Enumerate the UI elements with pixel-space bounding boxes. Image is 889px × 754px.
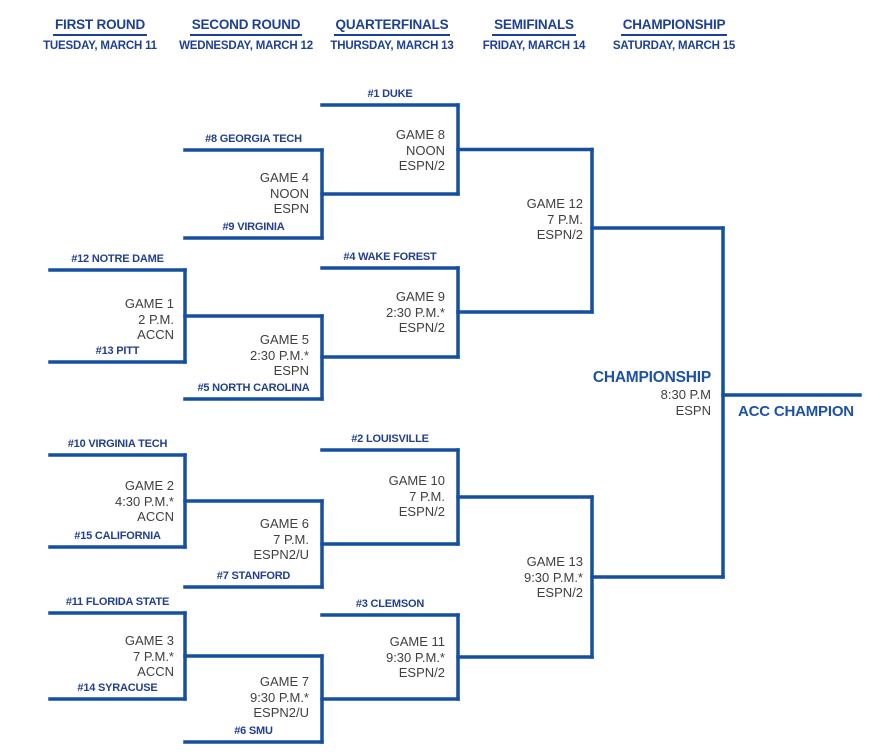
game-7-info: GAME 7 9:30 P.M.* ESPN2/U	[250, 674, 309, 721]
game-label: GAME 3	[124, 633, 174, 648]
game-label: GAME 8	[395, 127, 445, 142]
game-2-info: GAME 2 4:30 P.M.* ACCN	[115, 478, 174, 525]
team-pitt: #13 PITT	[95, 345, 140, 357]
team-duke: #1 DUKE	[367, 88, 413, 100]
game-network: ACCN	[137, 509, 174, 524]
team-florida-state: #11 FLORIDA STATE	[65, 596, 170, 608]
game-network: ESPN/2	[398, 320, 445, 335]
game-network: ESPN2/U	[253, 547, 309, 562]
game-12-info: GAME 12 7 P.M. ESPN/2	[527, 196, 583, 243]
round-title: QUARTERFINALS	[333, 17, 451, 36]
game-label: GAME 2	[124, 478, 174, 493]
game-label: GAME 6	[259, 516, 309, 531]
game-network: ACCN	[137, 327, 174, 342]
game-11-info: GAME 11 9:30 P.M.* ESPN/2	[386, 634, 445, 681]
round-header-second-round: SECOND ROUND WEDNESDAY, MARCH 12	[156, 16, 336, 52]
round-date: WEDNESDAY, MARCH 12	[179, 40, 313, 52]
game-1-info: GAME 1 2 P.M. ACCN	[125, 296, 174, 343]
team-stanford: #7 STANFORD	[216, 570, 291, 582]
team-notre-dame: #12 NOTRE DAME	[71, 253, 164, 265]
game-9-info: GAME 9 2:30 P.M.* ESPN/2	[386, 289, 445, 336]
game-time: 2:30 P.M.*	[385, 304, 445, 320]
game-label: GAME 13	[526, 554, 583, 569]
game-time: 9:30 P.M.*	[385, 649, 445, 665]
game-time: 4:30 P.M.*	[114, 493, 174, 509]
game-4-info: GAME 4 NOON ESPN	[260, 170, 309, 217]
team-smu: #6 SMU	[234, 725, 273, 737]
championship-network: ESPN	[675, 402, 711, 418]
game-network: ACCN	[137, 664, 174, 679]
game-network: ESPN/2	[398, 158, 445, 173]
round-header-quarterfinals: QUARTERFINALS THURSDAY, MARCH 13	[302, 16, 482, 52]
round-header-semifinals: SEMIFINALS FRIDAY, MARCH 14	[444, 16, 624, 52]
round-title: SEMIFINALS	[492, 17, 576, 36]
game-time: 9:30 P.M.*	[523, 569, 583, 585]
team-louisville: #2 LOUISVILLE	[351, 433, 429, 445]
game-time: 9:30 P.M.*	[249, 689, 309, 705]
game-time: 2:30 P.M.*	[249, 347, 309, 363]
game-3-info: GAME 3 7 P.M.* ACCN	[125, 633, 174, 680]
game-13-info: GAME 13 9:30 P.M.* ESPN/2	[524, 554, 583, 601]
round-title: CHAMPIONSHIP	[620, 17, 728, 36]
round-date: FRIDAY, MARCH 14	[482, 40, 586, 52]
game-label: GAME 5	[259, 332, 309, 347]
game-network: ESPN/2	[398, 665, 445, 680]
championship-info: CHAMPIONSHIP 8:30 P.M ESPN	[593, 368, 711, 418]
team-virginia: #9 VIRGINIA	[222, 221, 285, 233]
game-label: GAME 11	[389, 634, 445, 649]
team-north-carolina: #5 NORTH CAROLINA	[197, 382, 310, 394]
game-10-info: GAME 10 7 P.M. ESPN/2	[389, 473, 445, 520]
championship-title: CHAMPIONSHIP	[592, 369, 711, 386]
round-title: FIRST ROUND	[52, 17, 148, 36]
game-time: 7 P.M.	[409, 488, 445, 504]
team-clemson: #3 CLEMSON	[355, 598, 425, 610]
game-network: ESPN/2	[536, 585, 583, 600]
game-network: ESPN	[273, 363, 309, 378]
team-georgia-tech: #8 GEORGIA TECH	[205, 133, 302, 145]
acc-champion-label: ACC CHAMPION	[738, 403, 854, 420]
game-time: NOON	[406, 142, 445, 158]
game-network: ESPN/2	[398, 504, 445, 519]
game-network: ESPN	[273, 201, 309, 216]
game-time: 7 P.M.	[273, 531, 309, 547]
game-6-info: GAME 6 7 P.M. ESPN2/U	[253, 516, 309, 563]
game-label: GAME 1	[124, 296, 174, 311]
game-network: ESPN2/U	[253, 705, 309, 720]
team-wake-forest: #4 WAKE FOREST	[343, 251, 437, 263]
round-header-first-round: FIRST ROUND TUESDAY, MARCH 11	[10, 16, 190, 52]
game-network: ESPN/2	[536, 227, 583, 242]
game-label: GAME 4	[259, 170, 309, 185]
team-syracuse: #14 SYRACUSE	[77, 682, 158, 694]
game-label: GAME 9	[395, 289, 445, 304]
team-virginia-tech: #10 VIRGINIA TECH	[67, 438, 168, 450]
round-date: THURSDAY, MARCH 13	[330, 40, 454, 52]
round-header-championship: CHAMPIONSHIP SATURDAY, MARCH 15	[584, 16, 764, 52]
game-time: 2 P.M.	[138, 311, 174, 327]
round-date: TUESDAY, MARCH 11	[43, 40, 157, 52]
team-california: #15 CALIFORNIA	[74, 530, 161, 542]
round-date: SATURDAY, MARCH 15	[612, 40, 736, 52]
game-time: 7 P.M.*	[133, 648, 174, 664]
championship-time: 8:30 P.M	[660, 387, 711, 402]
game-time: NOON	[270, 185, 309, 201]
game-8-info: GAME 8 NOON ESPN/2	[396, 127, 445, 174]
game-label: GAME 12	[526, 196, 583, 211]
game-label: GAME 10	[388, 473, 445, 488]
game-label: GAME 7	[259, 674, 309, 689]
game-time: 7 P.M.	[547, 211, 583, 227]
game-5-info: GAME 5 2:30 P.M.* ESPN	[250, 332, 309, 379]
round-title: SECOND ROUND	[189, 17, 303, 36]
